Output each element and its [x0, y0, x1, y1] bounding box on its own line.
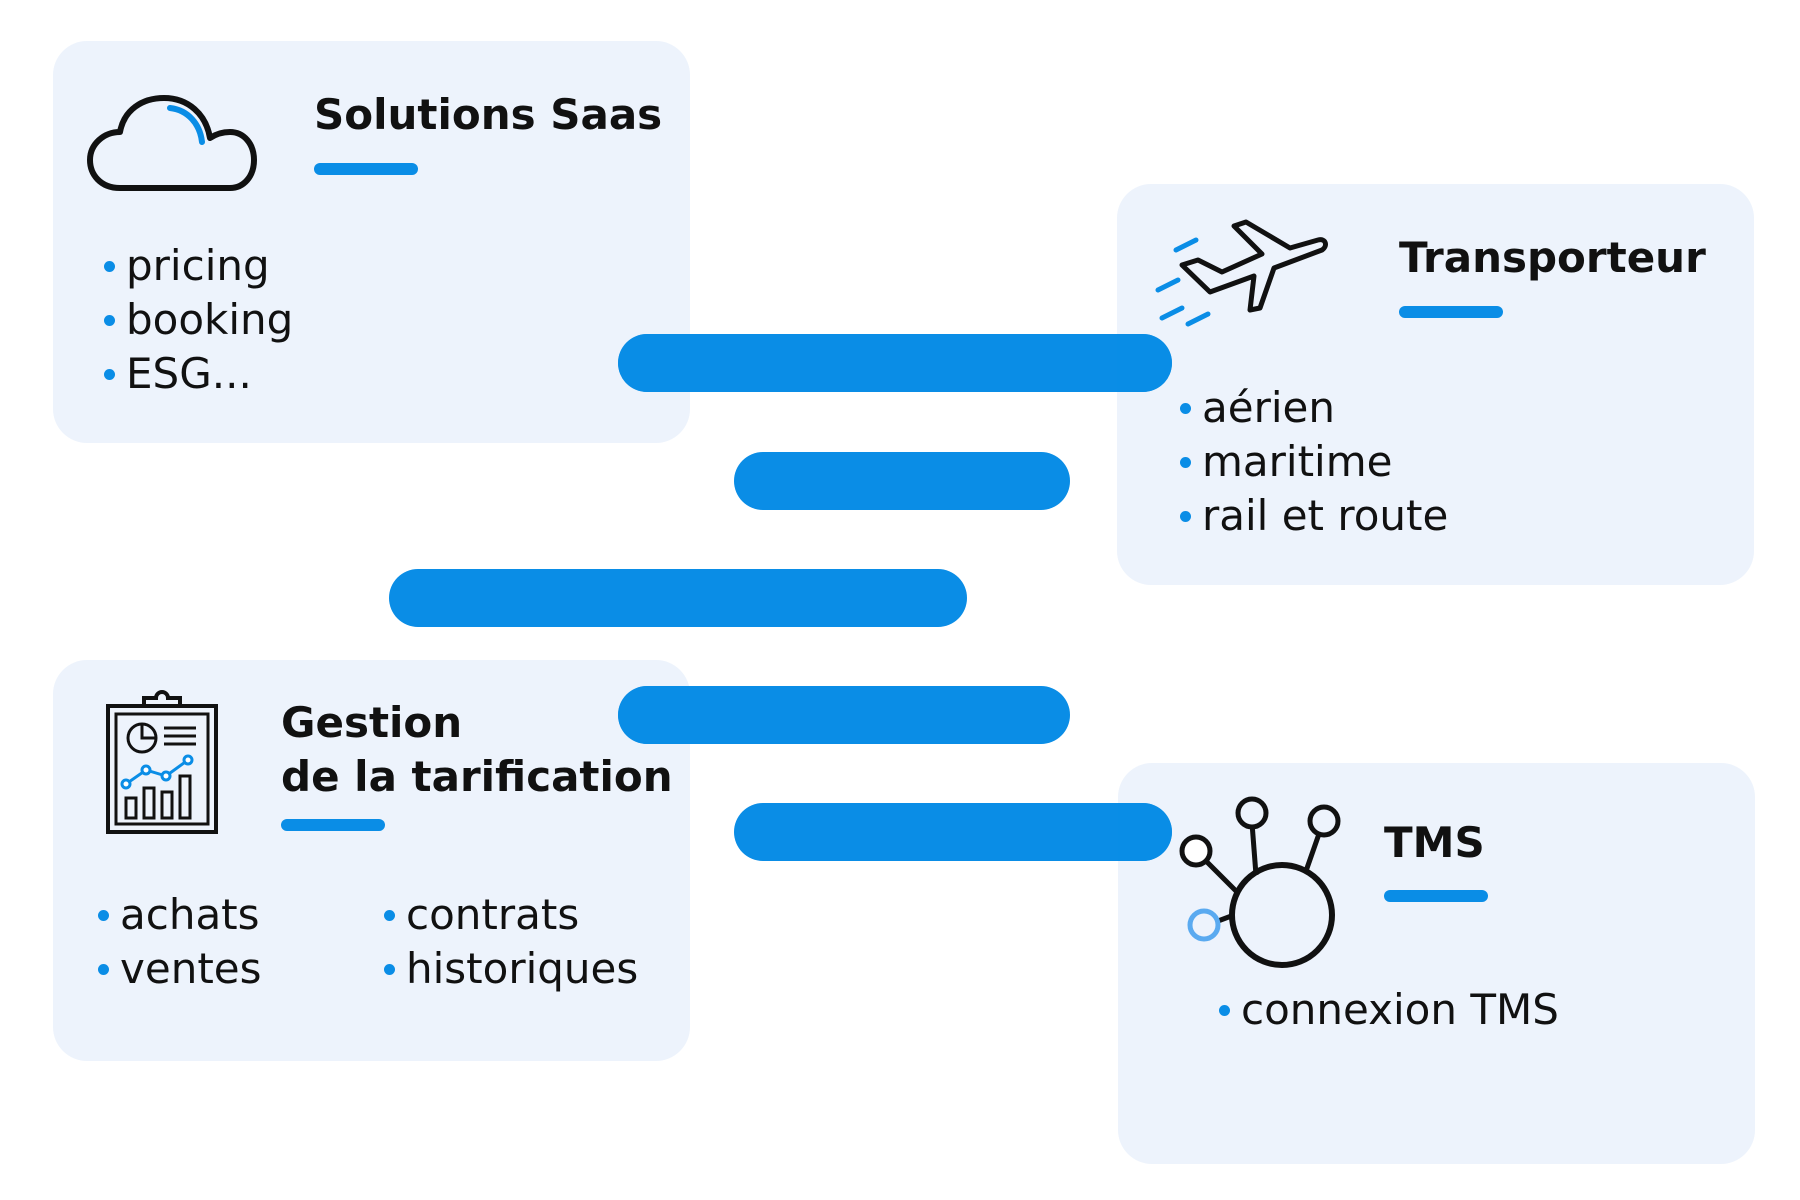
card-title-gestion-line1: Gestion — [281, 698, 463, 747]
bullet-dot — [1180, 456, 1191, 468]
connector-bar-5-overlap-right — [1118, 803, 1172, 861]
title-underline — [314, 163, 418, 175]
card-tms — [1118, 763, 1755, 1164]
bullet-dot — [1180, 510, 1191, 522]
tarification-item-list-col1: achats ventes — [98, 888, 262, 996]
airplane-icon — [1155, 219, 1328, 327]
bullet-dot — [98, 909, 109, 921]
bullet-dot — [104, 260, 115, 272]
list-item: pricing — [104, 239, 293, 293]
list-item: ESG... — [104, 347, 293, 401]
connector-bar-5 — [734, 803, 1172, 861]
connector-bar-4 — [618, 686, 1070, 744]
list-item: ventes — [98, 942, 262, 996]
bullet-dot — [384, 909, 395, 921]
list-item: aérien — [1180, 381, 1448, 435]
title-underline — [1399, 306, 1503, 318]
list-item: maritime — [1180, 435, 1448, 489]
card-title-gestion-line2: de la tarification — [281, 752, 673, 801]
bullet-dot — [104, 368, 115, 380]
card-solutions-saas — [53, 41, 690, 443]
title-underline — [281, 819, 385, 831]
list-item: achats — [98, 888, 262, 942]
list-item: contrats — [384, 888, 638, 942]
list-item: historiques — [384, 942, 638, 996]
cloud-icon — [87, 95, 257, 191]
connector-bar-1 — [618, 334, 1172, 392]
bullet-dot — [1180, 402, 1191, 414]
network-hub-icon — [1179, 796, 1341, 968]
transporteur-item-list: aérien maritime rail et route — [1180, 381, 1448, 543]
connector-bar-4-overlap-left — [618, 686, 690, 744]
report-clipboard-icon — [106, 690, 218, 834]
bullet-dot — [104, 314, 115, 326]
tms-item-list: connexion TMS — [1219, 983, 1559, 1037]
bullet-dot — [98, 963, 109, 975]
list-item: booking — [104, 293, 293, 347]
card-transporteur — [1117, 184, 1754, 585]
bullet-dot — [1219, 1004, 1230, 1016]
connector-bar-1-overlap-right — [1117, 334, 1172, 392]
list-item: connexion TMS — [1219, 983, 1559, 1037]
connector-bar-1-overlap-left — [618, 334, 690, 392]
card-title-tms: TMS — [1384, 818, 1485, 867]
card-gestion-tarification — [53, 660, 690, 1061]
tarification-item-list-col2: contrats historiques — [384, 888, 638, 996]
title-underline — [1384, 890, 1488, 902]
card-title-transporteur: Transporteur — [1399, 233, 1706, 282]
card-title-solutions-saas: Solutions Saas — [314, 90, 663, 139]
bullet-dot — [384, 963, 395, 975]
connector-bar-2 — [734, 452, 1070, 510]
saas-item-list: pricing booking ESG... — [104, 239, 293, 401]
list-item: rail et route — [1180, 489, 1448, 543]
connector-bar-3 — [389, 569, 967, 627]
